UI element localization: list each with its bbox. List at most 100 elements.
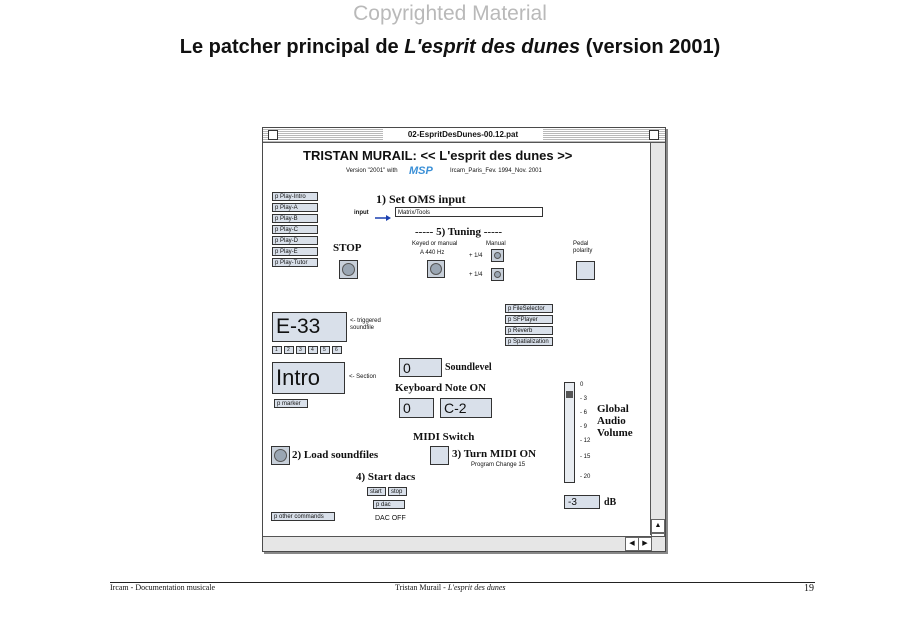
volume-label-line-3: Volume <box>597 427 633 439</box>
small-box[interactable]: 3 <box>296 346 306 354</box>
patcher-window: 02-EspritDesDunes-00.12.pat TRISTAN MURA… <box>262 127 666 552</box>
program-change-label: Program Change 15 <box>471 462 526 468</box>
play-e-button[interactable]: p Play-E <box>272 247 318 256</box>
patcher-heading: TRISTAN MURAIL: << L'esprit des dunes >> <box>303 148 573 163</box>
section-display: Intro <box>272 362 345 394</box>
play-b-button[interactable]: p Play-B <box>272 214 318 223</box>
page-title-suffix: (version 2001) <box>580 36 721 58</box>
play-buttons-list: p Play-Intro p Play-A p Play-B p Play-C … <box>272 192 318 269</box>
small-box[interactable]: 6 <box>332 346 342 354</box>
volume-db-number[interactable]: -3 <box>564 495 600 509</box>
load-soundfiles-button[interactable] <box>271 446 290 465</box>
tuning-frequency: A 440 Hz <box>420 250 445 256</box>
keyboard-note-number[interactable]: C-2 <box>440 398 492 418</box>
slider-knob[interactable] <box>566 391 573 398</box>
keyed-manual-label: Keyed or manual <box>412 241 458 247</box>
volume-tick: - 6 <box>580 410 588 416</box>
start-dac-button[interactable]: start <box>367 487 386 496</box>
arrow-right-icon <box>375 208 391 221</box>
play-c-button[interactable]: p Play-C <box>272 225 318 234</box>
oms-input-label: input <box>354 210 369 216</box>
stop-dac-button[interactable]: stop <box>388 487 407 496</box>
volume-tick: - 9 <box>580 424 588 430</box>
volume-label-line-1: Global <box>597 403 629 415</box>
close-box-icon[interactable] <box>268 130 278 140</box>
quarter-tone-2: + 1/4 <box>469 272 483 278</box>
midi-switch-label: MIDI Switch <box>413 431 475 443</box>
turn-midi-on-label: 3) Turn MIDI ON <box>452 448 537 460</box>
manual-label: Manual <box>486 241 506 247</box>
footer-center: Tristan Murail - L'esprit des dunes <box>395 583 506 592</box>
footer-center-italic: L'esprit des dunes <box>447 583 506 592</box>
tuning-label: ----- 5) Tuning ----- <box>415 226 503 238</box>
volume-tick: - 15 <box>580 454 591 460</box>
scroll-left-icon[interactable]: ◀ <box>625 537 639 551</box>
reverb-button[interactable]: p Reverb <box>505 326 553 335</box>
keyed-tuning-button[interactable] <box>427 260 445 278</box>
version-line-left: Version "2001" with <box>346 168 398 174</box>
stop-label: STOP <box>333 242 362 254</box>
dac-button[interactable]: p dac <box>373 500 405 509</box>
spatialization-button[interactable]: p Spatialization <box>505 337 553 346</box>
volume-ticks: 0 - 3 - 6 - 9 - 12 - 15 - 20 <box>580 382 610 486</box>
side-buttons-list: p FileSelector p SFPlayer p Reverb p Spa… <box>505 304 553 348</box>
play-tutor-button[interactable]: p Play-Tutor <box>272 258 318 267</box>
triggered-soundfile-label: <- triggered soundfile <box>350 318 381 331</box>
msp-logo: MSP <box>409 165 433 177</box>
small-box[interactable]: 2 <box>284 346 294 354</box>
section-label: <- Section <box>349 374 377 380</box>
quarter-tone-2-toggle[interactable] <box>491 268 504 281</box>
small-box-row: 1 2 3 4 5 6 <box>272 346 342 354</box>
zoom-box-icon[interactable] <box>649 130 659 140</box>
footer-rule <box>110 582 815 583</box>
play-d-button[interactable]: p Play-D <box>272 236 318 245</box>
load-soundfiles-label: 2) Load soundfiles <box>292 449 379 461</box>
volume-label-line-2: Audio <box>597 415 626 427</box>
watermark: Copyrighted Material <box>353 2 547 25</box>
keyboard-note-label: Keyboard Note ON <box>395 382 487 394</box>
footer-left: Ircam - Documentation musicale <box>110 583 216 592</box>
marker-button[interactable]: p marker <box>274 399 308 408</box>
oms-label: 1) Set OMS input <box>376 192 466 206</box>
volume-tick: - 12 <box>580 438 591 444</box>
pedal-polarity-toggle[interactable] <box>576 261 595 280</box>
global-audio-volume-label: Global Audio Volume <box>597 403 633 439</box>
global-volume-slider[interactable] <box>564 382 575 483</box>
quarter-tone-1: + 1/4 <box>469 253 483 259</box>
volume-tick: - 3 <box>580 396 588 402</box>
page-title: Le patcher principal de L'esprit des dun… <box>0 36 900 59</box>
file-selector-button[interactable]: p FileSelector <box>505 304 553 313</box>
pedal-polarity-label: Pedal polarity <box>573 241 593 254</box>
stop-button[interactable] <box>339 260 358 279</box>
footer-center-prefix: Tristan Murail - <box>395 583 448 592</box>
dac-status: DAC OFF <box>375 515 406 522</box>
small-box[interactable]: 4 <box>308 346 318 354</box>
vertical-scrollbar[interactable]: ▲ ▼ <box>650 143 665 547</box>
start-dacs-label: 4) Start dacs <box>356 471 416 483</box>
scroll-up-icon[interactable]: ▲ <box>651 519 665 533</box>
oms-input-field[interactable]: Matrix/Tools <box>395 207 543 217</box>
play-a-button[interactable]: p Play-A <box>272 203 318 212</box>
other-commands-button[interactable]: p other commands <box>271 512 335 521</box>
volume-db-unit: dB <box>604 497 617 508</box>
small-box[interactable]: 5 <box>320 346 330 354</box>
soundlevel-number[interactable]: 0 <box>399 358 442 377</box>
play-intro-button[interactable]: p Play-Intro <box>272 192 318 201</box>
keyboard-velocity-number[interactable]: 0 <box>399 398 434 418</box>
triggered-soundfile-display: E-33 <box>272 312 347 342</box>
midi-switch-toggle[interactable] <box>430 446 449 465</box>
scroll-right-icon[interactable]: ▶ <box>638 537 652 551</box>
quarter-tone-1-toggle[interactable] <box>491 249 504 262</box>
version-line-right: Ircam_Paris_Fev. 1994_Nov. 2001 <box>450 168 542 174</box>
small-box[interactable]: 1 <box>272 346 282 354</box>
window-title: 02-EspritDesDunes-00.12.pat <box>383 129 543 140</box>
page-title-prefix: Le patcher principal de <box>179 36 405 58</box>
soundlevel-label: Soundlevel <box>445 362 492 373</box>
sf-player-button[interactable]: p SFPlayer <box>505 315 553 324</box>
volume-tick: - 20 <box>580 474 591 480</box>
page-number: 19 <box>804 583 814 594</box>
window-titlebar[interactable]: 02-EspritDesDunes-00.12.pat <box>263 128 665 143</box>
page-title-italic: L'esprit des dunes <box>404 36 581 58</box>
horizontal-scrollbar[interactable]: ◀ ▶ <box>263 536 665 551</box>
volume-tick: 0 <box>580 382 584 388</box>
